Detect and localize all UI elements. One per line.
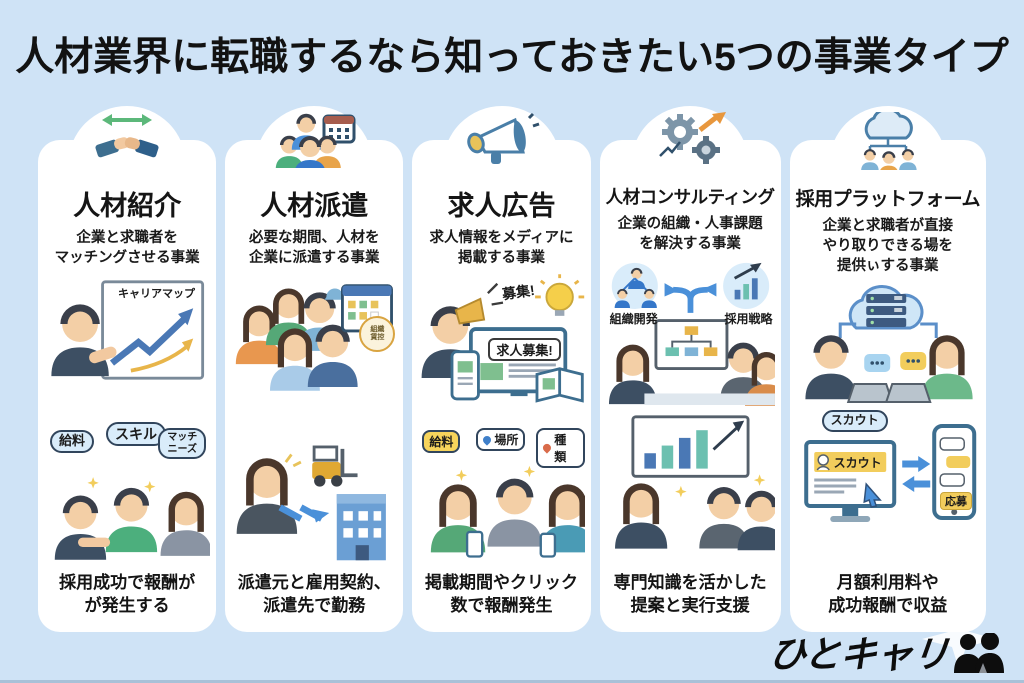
salary-bubble: 給料 xyxy=(50,430,95,453)
card4-caption: 専門知識を活かした 提案と実行支援 xyxy=(613,573,767,616)
apply-tag-label: 応募 xyxy=(940,492,972,510)
card4-title: 人材コンサルティング xyxy=(605,187,775,207)
gears-growth-icon xyxy=(659,112,727,164)
card3-illustration-media: 募集! 求人募集! xyxy=(418,272,585,422)
brand-logo: ひとキャリ xyxy=(766,633,1004,675)
card2-illustration-workers: 組織 賃控 xyxy=(231,272,397,422)
card4-subtitle: 企業の組織・人事課題 を解決する事業 xyxy=(617,216,763,252)
card5-illustration-cloud xyxy=(796,280,980,408)
cloud-platform-scene xyxy=(804,285,973,403)
card1-illustration-career-map: キャリアマップ xyxy=(44,272,210,422)
card3-illustration-tags: 給料 場所 種類 xyxy=(418,422,585,572)
location-tag-label: 場所 xyxy=(494,433,519,447)
card1-title: 人材紹介 xyxy=(73,191,182,221)
brand-logo-text: ひとキャリ xyxy=(766,634,951,675)
calendar-badge: 組織 賃控 xyxy=(359,316,396,352)
card-kyujin-kokoku: 求人広告 求人情報をメディアに 掲載する事業 xyxy=(412,106,591,632)
card-jinzai-haken: 人材派遣 必要な期間、人材を 企業に派遣する事業 xyxy=(225,106,404,632)
card1-subtitle: 企業と求職者を マッチングさせる事業 xyxy=(54,230,200,266)
career-map-scene xyxy=(51,280,205,380)
card3-subtitle: 求人情報をメディアに 掲載する事業 xyxy=(429,230,574,266)
proposal-scene xyxy=(614,415,775,551)
dispatch-scene xyxy=(236,445,387,561)
hiring-strategy-label: 採用戦略 xyxy=(724,312,773,326)
card3-title: 求人広告 xyxy=(447,191,556,221)
salary-tag-label: 給料 xyxy=(429,435,454,449)
card2-subtitle: 必要な期間、人材を 企業に派遣する事業 xyxy=(249,230,380,266)
people-silhouette-icon xyxy=(954,633,1004,673)
card3-icon-tab xyxy=(442,106,561,176)
card-saiyo-platform: 採用プラットフォーム 企業と求職者が直接 やり取りできる場を 提供ぃする事業 xyxy=(789,106,986,632)
card1-caption: 採用成功で報酬が が発生する xyxy=(59,573,196,616)
scout-banner-label: スカウト xyxy=(829,454,886,471)
card-jinzai-shokai: 人材紹介 企業と求職者を マッチングさせる事業 キャリアマップ xyxy=(38,106,217,632)
scout-speech-bubble: スカウト xyxy=(821,410,888,432)
location-tag: 場所 xyxy=(476,428,526,451)
card3-caption: 掲載期間やクリック 数で報酬発生 xyxy=(425,573,578,616)
scout-apply-scene xyxy=(803,424,976,522)
job-seekers-scene xyxy=(431,465,585,558)
people-calendar-icon xyxy=(275,113,356,168)
org-dev-label: 組織開発 xyxy=(609,312,658,326)
card4-icon-tab xyxy=(631,106,750,176)
card1-icon-tab xyxy=(68,106,187,176)
org-vs-strategy-scene xyxy=(608,262,775,406)
match-needs-bubble: マッチ ニーズ xyxy=(158,428,207,459)
card2-caption: 派遣元と雇用契約、 派遣先で勤務 xyxy=(237,573,391,616)
salary-tag: 給料 xyxy=(422,430,461,453)
cloud-network-icon xyxy=(860,112,917,170)
card2-icon-tab xyxy=(255,106,374,176)
megaphone-icon xyxy=(466,112,539,164)
card5-icon-tab xyxy=(828,106,947,176)
location-pin-icon xyxy=(481,433,494,446)
card5-title: 採用プラットフォーム xyxy=(795,189,981,210)
card1-illustration-matching: 給料 スキル マッチ ニーズ xyxy=(44,422,211,572)
bottom-edge-bar xyxy=(0,680,1024,683)
matching-scene xyxy=(54,477,211,560)
card-jinzai-consulting: 人材コンサルティング 企業の組織・人事課題 を解決する事業 xyxy=(599,106,781,632)
card4-illustration-proposal xyxy=(606,408,775,558)
card2-title: 人材派遣 xyxy=(260,191,369,221)
job-posting-screen-label: 求人募集! xyxy=(488,338,561,361)
card5-subtitle: 企業と求職者が直接 やり取りできる場を 提供ぃする事業 xyxy=(822,218,954,274)
card5-illustration-scout: スカウト スカウト 応募 xyxy=(796,408,980,548)
page-title: 人材業界に転職するなら知っておきたい5つの事業タイプ xyxy=(15,36,1009,79)
card2-illustration-dispatch xyxy=(231,422,397,572)
career-map-label: キャリアマップ xyxy=(118,288,195,300)
card4-illustration-strategy: 組織開発 採用戦略 xyxy=(606,258,775,408)
card5-caption: 月額利用料や 成功報酬で収益 xyxy=(828,573,948,616)
skill-bubble: スキル xyxy=(106,422,166,447)
card-row: 人材紹介 企業と求職者を マッチングさせる事業 キャリアマップ xyxy=(38,106,986,632)
handshake-exchange-icon xyxy=(95,114,159,158)
type-pin-icon xyxy=(541,442,553,454)
type-tag-label: 種類 xyxy=(554,433,567,464)
type-tag: 種類 xyxy=(536,428,585,468)
sparkle-icon xyxy=(922,609,996,669)
